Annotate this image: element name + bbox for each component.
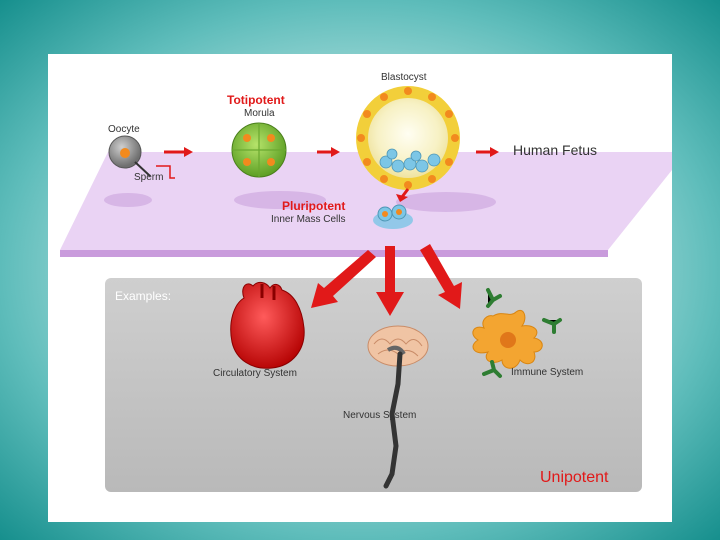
examples-label: Examples: (115, 289, 172, 303)
morula-icon (231, 122, 287, 178)
blastocyst-icon (356, 86, 460, 202)
arrow-blastocyst-to-fetus (476, 147, 499, 157)
examples-panel (105, 278, 642, 492)
unipotent-label: Unipotent (540, 469, 609, 486)
inner-mass-cells-icon (373, 204, 413, 229)
stem-cell-diagram (60, 86, 672, 492)
arrow-to-nervous (376, 246, 404, 316)
arrow-oocyte-to-morula (164, 147, 193, 157)
pluripotent-label: Pluripotent (282, 199, 346, 213)
morula-label: Morula (244, 108, 275, 119)
brain-icon (367, 325, 429, 489)
oocyte-label: Oocyte (108, 124, 140, 135)
circulatory-system-label: Circulatory System (213, 368, 297, 379)
totipotent-label: Totipotent (227, 93, 285, 107)
blastocyst-label: Blastocyst (381, 72, 427, 83)
human-fetus-label: Human Fetus (513, 142, 598, 158)
oocyte-icon (108, 135, 175, 179)
immune-system-label: Immune System (511, 367, 584, 378)
nervous-system-label: Nervous System (343, 410, 417, 421)
arrow-to-circulatory (311, 250, 376, 308)
inner-mass-cells-label: Inner Mass Cells (271, 214, 346, 225)
embryo-plane (60, 152, 672, 257)
arrow-to-immune (420, 244, 462, 309)
sperm-label: Sperm (134, 172, 164, 183)
immune-cell-icon (472, 310, 543, 369)
antibody-icon (482, 288, 562, 378)
arrow-morula-to-blastocyst (317, 147, 340, 157)
heart-icon (230, 281, 305, 369)
diagram-slide: Oocyte Sperm Totipotent Morula Blastocys… (48, 54, 672, 522)
